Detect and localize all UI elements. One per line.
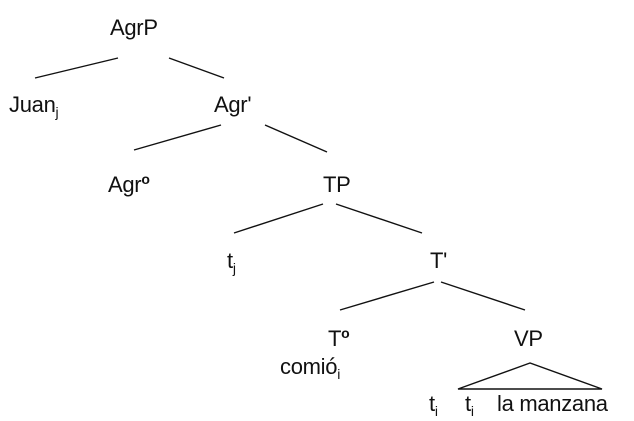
node-tj-sub: j [232,260,236,276]
node-ti-1: ti [429,391,438,419]
edge-agrbar-tp [264,124,328,153]
node-la-manzana: la manzana [497,391,609,416]
node-t-head-text: T [328,326,341,351]
node-tp: TP [323,172,351,197]
edge-agrp-juan [34,57,119,79]
node-t-head: To [328,325,349,351]
node-comio-sub: i [337,366,340,382]
vp-triangle [457,362,603,390]
node-juan-sub: j [55,104,59,120]
node-comio: comiói [280,354,340,382]
node-ti-2: ti [465,391,474,419]
edge-agrp-agrbar [168,57,225,79]
node-tj: tj [227,248,236,276]
node-comio-text: comió [280,354,337,379]
edge-tbar-vp [440,281,526,311]
node-tj-text: t [227,248,233,273]
node-agr-head: Agro [108,171,150,197]
node-juan-text: Juan [9,92,56,117]
node-agr-head-sup: o [141,171,149,187]
edge-agrbar-agrhead [133,124,222,151]
edge-tp-tj [233,203,324,234]
node-vp: VP [514,326,543,351]
node-juan: Juanj [9,92,59,120]
node-t-head-sup: o [341,325,349,341]
node-ti-1-text: t [429,391,435,416]
node-ti-1-sub: i [435,403,438,419]
edge-tbar-thead [339,281,435,311]
node-ti-2-sub: i [471,403,474,419]
node-agr-bar: Agr' [214,92,251,117]
node-ti-2-text: t [465,391,471,416]
edge-tp-tbar [335,203,423,234]
tree-edges [34,57,603,390]
node-agrp: AgrP [110,15,158,40]
node-t-bar: T' [430,248,447,273]
node-agr-head-text: Agr [108,172,141,197]
